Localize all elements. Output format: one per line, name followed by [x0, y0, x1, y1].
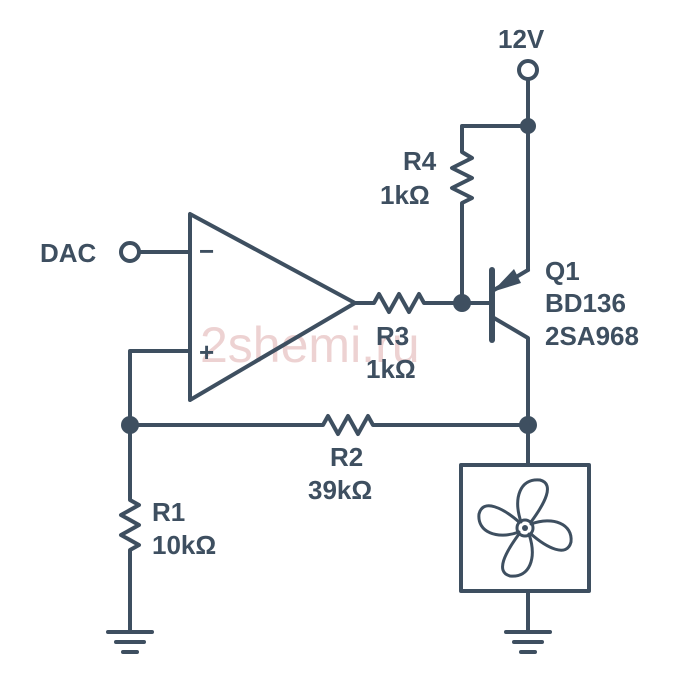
r2-wire	[128, 414, 530, 436]
q1-emitter-arrow	[492, 269, 521, 292]
q1-collector	[492, 316, 530, 427]
ground-icon	[504, 630, 552, 654]
ground-icon	[106, 630, 154, 654]
r4-wire	[450, 124, 530, 305]
q1-part1: BD136	[545, 288, 626, 318]
r4-value: 1kΩ	[380, 180, 430, 210]
dac-terminal	[119, 241, 141, 263]
q1-name: Q1	[545, 256, 580, 286]
r2-name: R2	[330, 442, 363, 472]
r3-value: 1kΩ	[366, 354, 416, 384]
opamp-plus: +	[199, 337, 214, 367]
r4-name: R4	[403, 146, 437, 176]
r2-value: 39kΩ	[308, 475, 372, 505]
supply-label: 12V	[498, 24, 545, 54]
watermark: 2shemi.ru	[200, 317, 420, 373]
fan-box	[459, 463, 591, 593]
r1-name: R1	[152, 497, 185, 527]
plus-input-wire	[128, 349, 192, 427]
r1-value: 10kΩ	[152, 530, 216, 560]
opamp-minus: −	[199, 236, 214, 266]
r3-name: R3	[376, 321, 409, 351]
supply-terminal	[517, 59, 539, 81]
r1-wire	[119, 423, 141, 632]
q1-part2: 2SA968	[545, 321, 639, 351]
r3-wire	[353, 292, 464, 314]
fan-icon	[477, 478, 573, 578]
dac-label: DAC	[40, 238, 97, 268]
opamp	[188, 212, 357, 402]
